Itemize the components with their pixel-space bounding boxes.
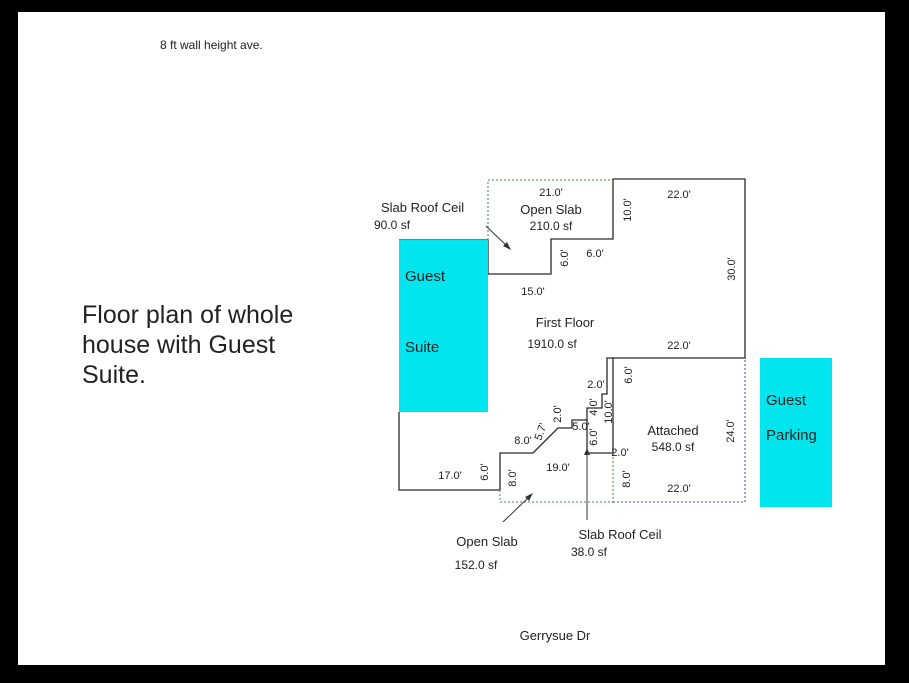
- first-floor-area: 1910.0 sf: [527, 337, 577, 351]
- dim-10-top: 10.0': [622, 198, 634, 222]
- guest-parking-block: [760, 358, 832, 507]
- dim-2b: 2.0': [552, 405, 564, 422]
- dim-2c: 2.0': [611, 447, 628, 459]
- caption-line-2: house with Guest: [82, 331, 275, 359]
- dim-6-right: 6.0': [586, 248, 603, 260]
- guest-parking-label-1: Guest: [766, 392, 807, 409]
- guest-suite-label-2: Suite: [405, 339, 439, 356]
- open-slab-bottom-area: 152.0 sf: [455, 558, 498, 572]
- attached-garage-outline: [613, 358, 746, 503]
- open-slab-bottom-arrowhead: [525, 493, 533, 501]
- dim-5-7: 5.7': [533, 422, 550, 442]
- guest-suite-block: [399, 240, 488, 412]
- dim-19: 19.0': [546, 462, 570, 474]
- dim-15: 15.0': [521, 286, 545, 298]
- slab-roof-ceil-bottom-area: 38.0 sf: [571, 545, 608, 559]
- dim-6d: 6.0': [588, 428, 600, 445]
- slab-roof-ceil-top-pointer: [485, 225, 509, 248]
- open-slab-bottom-label: Open Slab: [456, 534, 517, 549]
- open-slab-bottom-pointer: [502, 495, 531, 523]
- open-slab-top-area: 210.0 sf: [530, 219, 573, 233]
- first-floor-label: First Floor: [536, 315, 595, 330]
- dim-top-22: 22.0': [667, 189, 691, 201]
- slab-roof-ceil-bottom-arrowhead: [584, 448, 590, 455]
- slab-roof-ceil-top-label: Slab Roof Ceil: [381, 200, 464, 215]
- dim-24: 24.0': [725, 419, 737, 443]
- dim-10b: 10.0': [603, 400, 615, 424]
- guest-parking-label-2: Parking: [766, 427, 817, 444]
- dim-8c: 8.0': [621, 470, 633, 487]
- dim-4: 4.0': [588, 398, 600, 415]
- street-name: Gerrysue Dr: [520, 628, 591, 643]
- dim-5: 5.0': [572, 421, 589, 433]
- wall-height-note: 8 ft wall height ave.: [160, 38, 263, 52]
- attached-label: Attached: [647, 423, 698, 438]
- dim-6c: 6.0': [623, 366, 635, 383]
- slab-roof-ceil-top-arrowhead: [503, 242, 511, 250]
- dim-2a: 2.0': [587, 379, 604, 391]
- open-slab-top-outline: [487, 179, 613, 240]
- dim-8a: 8.0': [514, 435, 531, 447]
- dim-22-mid: 22.0': [667, 340, 691, 352]
- open-slab-top-label: Open Slab: [520, 202, 581, 217]
- dim-top-21: 21.0': [539, 187, 563, 199]
- attached-area: 548.0 sf: [652, 440, 695, 454]
- open-slab-bottom-outline: [499, 453, 614, 503]
- caption-line-3: Suite.: [82, 361, 146, 389]
- dim-17: 17.0': [438, 470, 462, 482]
- slab-roof-ceil-bottom-label: Slab Roof Ceil: [578, 527, 661, 542]
- dim-6-left: 6.0': [559, 249, 571, 266]
- dim-8b: 8.0': [507, 469, 519, 486]
- dim-30: 30.0': [726, 257, 738, 281]
- dim-6e: 6.0': [479, 463, 491, 480]
- caption-line-1: Floor plan of whole: [82, 301, 293, 329]
- guest-suite-label-1: Guest: [405, 268, 446, 285]
- dim-22-bot: 22.0': [667, 483, 691, 495]
- slab-roof-ceil-top-area: 90.0 sf: [374, 218, 411, 232]
